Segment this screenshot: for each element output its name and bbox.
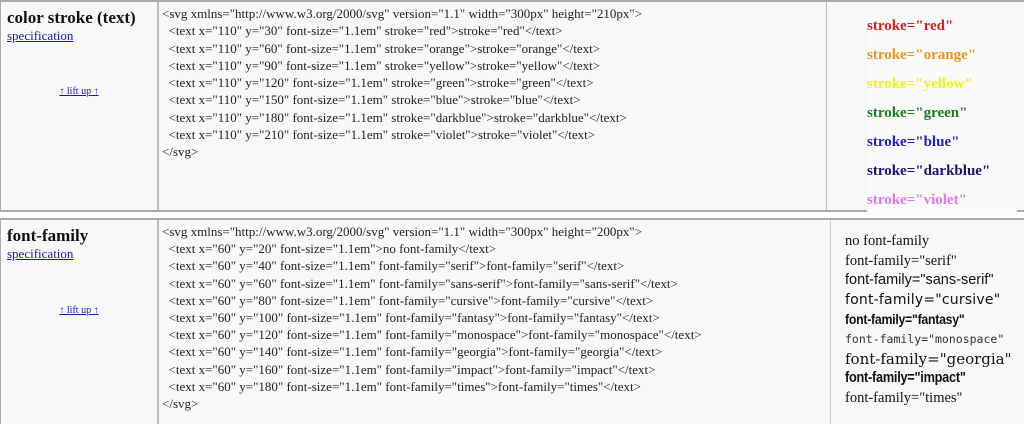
font-cursive-text: font-family="cursive" bbox=[845, 291, 1001, 308]
code-line: <text x="110" y="30" font-size="1.1em" s… bbox=[162, 23, 563, 39]
code-line: <text x="110" y="60" font-size="1.1em" s… bbox=[162, 40, 601, 56]
lift-up-link[interactable]: ↑ lift up ↑ bbox=[59, 86, 99, 97]
font-monospace-text: font-family="monospace" bbox=[845, 331, 1005, 346]
result-cell: stroke="red" stroke="orange" stroke="yel… bbox=[826, 2, 1024, 215]
code-line: <text x="60" y="180" font-size="1.1em" f… bbox=[162, 378, 642, 394]
code-line: <text x="60" y="60" font-size="1.1em" fo… bbox=[162, 275, 678, 291]
font-default-text: no font-family bbox=[845, 233, 930, 249]
code-line: <text x="110" y="120" font-size="1.1em" … bbox=[162, 75, 594, 91]
code-line: <text x="110" y="180" font-size="1.1em" … bbox=[162, 109, 627, 125]
code-line: <svg xmlns="http://www.w3.org/2000/svg" … bbox=[162, 6, 643, 21]
code-line: <text x="60" y="40" font-size="1.1em" fo… bbox=[162, 258, 625, 274]
code-line: <text x="60" y="100" font-size="1.1em" f… bbox=[162, 310, 660, 326]
stroke-violet-text: stroke="violet" bbox=[867, 192, 967, 208]
section-title: color stroke (text) bbox=[7, 8, 136, 27]
code-line: <svg xmlns="http://www.w3.org/2000/svg" … bbox=[162, 224, 643, 239]
stroke-orange-text: stroke="orange" bbox=[867, 47, 977, 63]
code-line: <text x="110" y="210" font-size="1.1em" … bbox=[162, 127, 596, 143]
font-serif-text: font-family="serif" bbox=[845, 252, 957, 269]
code-line: <text x="60" y="80" font-size="1.1em" fo… bbox=[162, 292, 654, 308]
section-color-stroke: color stroke (text) specification ↑ lift… bbox=[0, 0, 1024, 212]
stroke-green-text: stroke="green" bbox=[867, 105, 968, 121]
stroke-blue-text: stroke="blue" bbox=[867, 134, 960, 150]
code-line: <text x="110" y="150" font-size="1.1em" … bbox=[162, 92, 581, 108]
code-line: <text x="60" y="20" font-size="1.1em">no… bbox=[162, 241, 497, 257]
specification-link[interactable]: specification bbox=[7, 246, 74, 261]
font-fantasy-text: font-family="fantasy" bbox=[845, 311, 965, 328]
title-cell: font-family specification bbox=[0, 220, 158, 424]
code-cell: <svg xmlns="http://www.w3.org/2000/svg" … bbox=[158, 2, 826, 210]
font-times-text: font-family="times" bbox=[845, 389, 963, 406]
code-line: </svg> bbox=[162, 396, 199, 412]
stroke-result-list: stroke="red" stroke="orange" stroke="yel… bbox=[867, 12, 1017, 215]
stroke-red-text: stroke="red" bbox=[867, 18, 954, 34]
font-family-result-list: no font-family font-family="serif" font-… bbox=[845, 232, 1012, 408]
specification-link[interactable]: specification bbox=[7, 28, 74, 43]
code-line: <text x="60" y="160" font-size="1.1em" f… bbox=[162, 361, 656, 377]
code-line: <text x="60" y="140" font-size="1.1em" f… bbox=[162, 344, 663, 360]
section-font-family: font-family specification ↑ lift up ↑ <s… bbox=[0, 218, 1024, 424]
code-line: <text x="60" y="120" font-size="1.1em" f… bbox=[162, 327, 702, 343]
font-sans-serif-text: font-family="sans-serif" bbox=[845, 272, 994, 289]
font-impact-text: font-family="impact" bbox=[845, 370, 966, 387]
font-georgia-text: font-family="georgia" bbox=[845, 349, 1012, 368]
stroke-yellow-text: stroke="yellow" bbox=[867, 76, 973, 92]
section-title: font-family bbox=[7, 226, 89, 245]
stroke-darkblue-text: stroke="darkblue" bbox=[867, 163, 991, 179]
result-cell: no font-family font-family="serif" font-… bbox=[830, 220, 1024, 424]
title-cell: color stroke (text) specification bbox=[0, 2, 158, 210]
code-line: </svg> bbox=[162, 144, 199, 160]
code-line: <text x="110" y="90" font-size="1.1em" s… bbox=[162, 57, 601, 73]
lift-up-link[interactable]: ↑ lift up ↑ bbox=[59, 305, 99, 316]
code-cell: <svg xmlns="http://www.w3.org/2000/svg" … bbox=[158, 220, 830, 424]
